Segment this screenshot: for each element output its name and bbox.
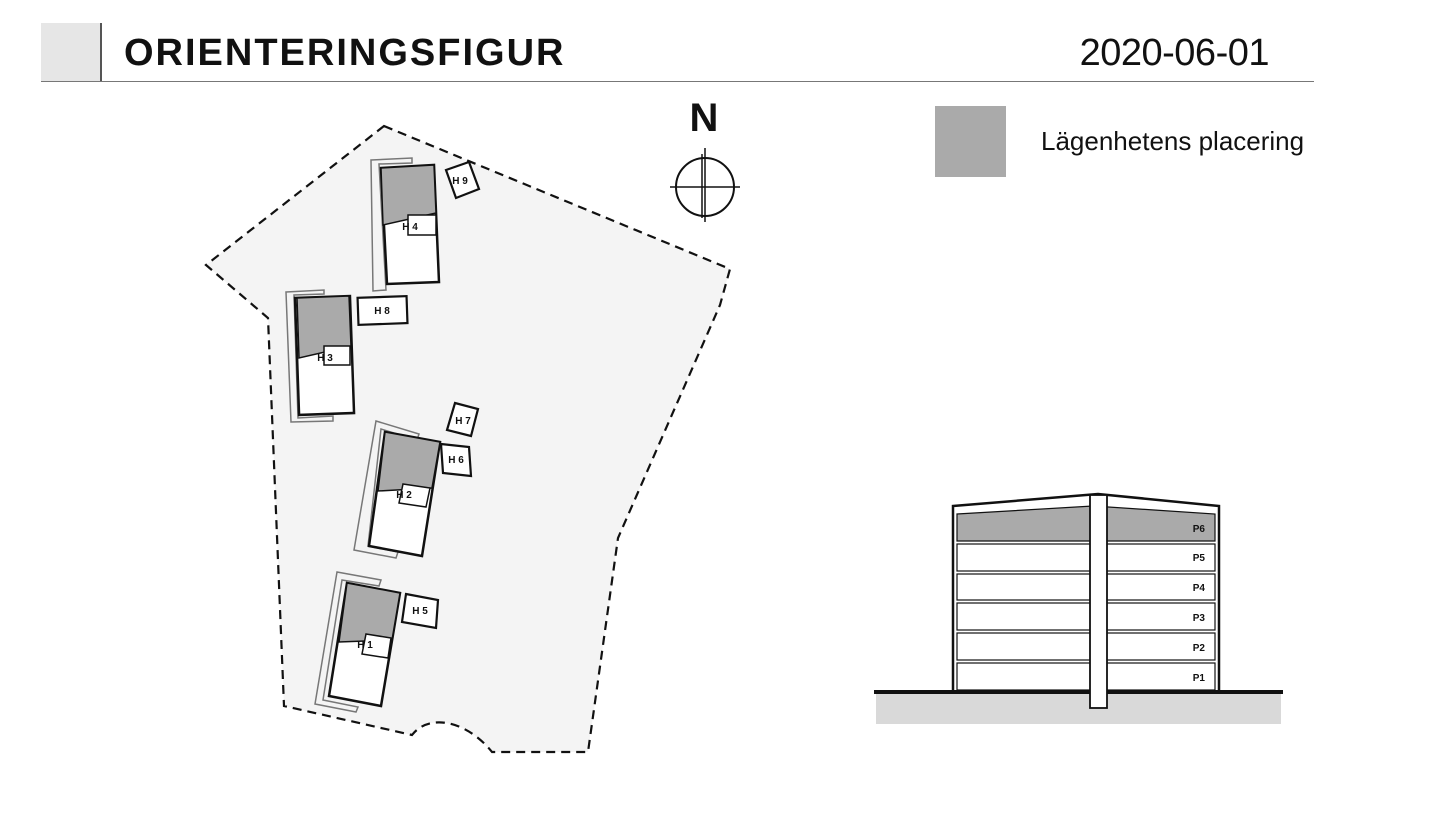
- outbuilding-label-h6: H 6: [448, 455, 464, 466]
- floor-label-p6: P6: [1193, 524, 1206, 535]
- site-boundary: [204, 124, 732, 754]
- north-label: N: [690, 96, 719, 140]
- house-h4: H 4: [370, 157, 441, 292]
- ground-fill: [876, 693, 1281, 724]
- north-arrow: N: [670, 96, 740, 222]
- outbuilding-h8: H 8: [356, 294, 409, 326]
- outbuilding-label-h8: H 8: [374, 306, 390, 317]
- header-divider: [41, 81, 1314, 82]
- outbuilding-label-h5: H 5: [412, 606, 428, 617]
- outbuilding-h9: H 9: [444, 160, 481, 200]
- floor-label-p5: P5: [1193, 553, 1206, 564]
- page-date: 2020-06-01: [1079, 32, 1270, 74]
- floor-p2: [956, 632, 1216, 661]
- floor-p4: [956, 573, 1216, 601]
- floor-p5: [956, 543, 1216, 572]
- house-label-h2: H 2: [396, 490, 412, 501]
- floor-label-p3: P3: [1193, 613, 1206, 624]
- house-h1: H 1: [314, 571, 402, 713]
- house-label-h3: H 3: [317, 353, 333, 364]
- floor-label-p2: P2: [1193, 643, 1206, 654]
- house-label-h4: H 4: [402, 222, 418, 233]
- building-section: P6 P5 P4 P3 P2 P1: [874, 492, 1283, 724]
- floor-label-p4: P4: [1193, 583, 1206, 594]
- legend-label: Lägenhetens placering: [1041, 126, 1305, 156]
- house-h2: H 2: [353, 420, 442, 559]
- floor-label-p1: P1: [1193, 673, 1206, 684]
- outbuilding-h5: H 5: [400, 592, 440, 630]
- floor-p6: [956, 505, 1216, 542]
- stair-core: [1089, 494, 1108, 709]
- outbuilding-h6: H 6: [439, 442, 473, 478]
- header-color-box: [41, 23, 102, 81]
- floor-p1: [956, 662, 1216, 691]
- page-title: ORIENTERINGSFIGUR: [124, 32, 566, 74]
- legend-swatch: [935, 106, 1006, 177]
- outbuilding-label-h7: H 7: [455, 416, 471, 427]
- house-label-h1: H 1: [357, 640, 373, 651]
- outbuilding-h7: H 7: [445, 401, 480, 438]
- outbuilding-label-h9: H 9: [452, 176, 468, 187]
- floor-p3: [956, 602, 1216, 631]
- house-h3: H 3: [285, 289, 356, 423]
